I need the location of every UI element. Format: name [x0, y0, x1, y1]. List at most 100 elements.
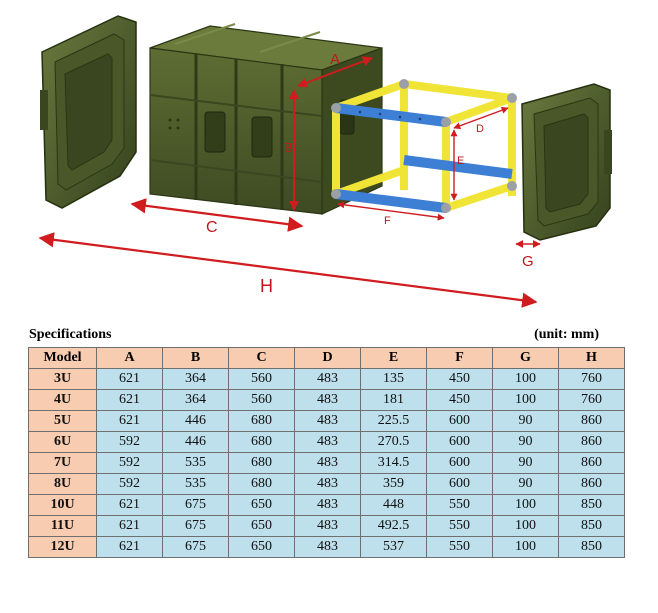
table-cell: 492.5: [360, 515, 427, 537]
model-cell: 8U: [28, 473, 97, 495]
model-cell: 11U: [28, 515, 97, 537]
table-cell: 560: [228, 389, 295, 411]
table-cell: 100: [492, 536, 559, 558]
table-cell: 448: [360, 494, 427, 516]
table-cell: 592: [96, 452, 163, 474]
table-cell: 90: [492, 452, 559, 474]
table-cell: 860: [558, 452, 625, 474]
table-cell: 364: [162, 389, 229, 411]
model-cell: 3U: [28, 368, 97, 390]
spec-unit: (unit: mm): [534, 327, 599, 342]
rear-lid: [521, 83, 612, 241]
table-cell: 680: [228, 431, 295, 453]
table-cell: 100: [492, 515, 559, 537]
table-cell: 450: [426, 389, 493, 411]
table-cell: 675: [162, 515, 229, 537]
spec-title: Specifications: [29, 327, 112, 342]
table-cell: 90: [492, 410, 559, 432]
table-cell: 760: [558, 389, 625, 411]
dimension-f-label: F: [384, 215, 391, 227]
table-cell: 446: [162, 431, 229, 453]
table-cell: 364: [162, 368, 229, 390]
table-cell: 450: [426, 368, 493, 390]
model-cell: 4U: [28, 389, 97, 411]
table-cell: 850: [558, 515, 625, 537]
table-cell: 535: [162, 452, 229, 474]
column-header-b: B: [162, 347, 229, 369]
spec-header: Specifications (unit: mm): [29, 327, 599, 345]
table-cell: 537: [360, 536, 427, 558]
dimension-a-arrow: [297, 56, 373, 88]
table-cell: 600: [426, 473, 493, 495]
column-header-d: D: [294, 347, 361, 369]
exploded-case-diagram: A B: [38, 15, 612, 308]
table-cell: 650: [228, 494, 295, 516]
table-cell: 621: [96, 494, 163, 516]
table-cell: 483: [294, 515, 361, 537]
table-cell: 860: [558, 431, 625, 453]
dimension-c-label: C: [206, 219, 218, 236]
table-cell: 650: [228, 536, 295, 558]
table-cell: 680: [228, 452, 295, 474]
table-cell: 483: [294, 431, 361, 453]
table-cell: 650: [228, 515, 295, 537]
table-cell: 483: [294, 494, 361, 516]
table-cell: 621: [96, 389, 163, 411]
table-cell: 550: [426, 515, 493, 537]
dimension-a-label: A: [330, 51, 340, 68]
table-cell: 446: [162, 410, 229, 432]
table-cell: 550: [426, 494, 493, 516]
table-cell: 535: [162, 473, 229, 495]
dimension-b-label: B: [284, 140, 293, 155]
front-lid: [40, 15, 137, 209]
dimension-h-arrow: [38, 232, 538, 308]
table-cell: 850: [558, 536, 625, 558]
dimension-f-arrow: [337, 201, 445, 221]
table-cell: 592: [96, 431, 163, 453]
table-cell: 560: [228, 368, 295, 390]
dimension-c-arrow: [130, 198, 304, 232]
column-header-c: C: [228, 347, 295, 369]
case-body: [149, 23, 383, 215]
dimension-d-label: D: [476, 123, 484, 135]
table-cell: 359: [360, 473, 427, 495]
column-header-f: F: [426, 347, 493, 369]
column-header-a: A: [96, 347, 163, 369]
model-cell: 7U: [28, 452, 97, 474]
dimension-h-label: H: [260, 276, 273, 296]
case-diagram-svg: A B: [38, 15, 612, 308]
table-cell: 592: [96, 473, 163, 495]
table-cell: 621: [96, 515, 163, 537]
table-cell: 680: [228, 473, 295, 495]
table-cell: 600: [426, 452, 493, 474]
table-cell: 100: [492, 494, 559, 516]
table-cell: 860: [558, 410, 625, 432]
table-cell: 90: [492, 473, 559, 495]
table-cell: 550: [426, 536, 493, 558]
table-cell: 181: [360, 389, 427, 411]
table-cell: 135: [360, 368, 427, 390]
column-header-e: E: [360, 347, 427, 369]
table-cell: 760: [558, 368, 625, 390]
table-cell: 675: [162, 494, 229, 516]
model-cell: 12U: [28, 536, 97, 558]
table-cell: 621: [96, 368, 163, 390]
table-cell: 100: [492, 389, 559, 411]
dimension-e-label: E: [457, 155, 464, 167]
table-cell: 483: [294, 368, 361, 390]
table-cell: 675: [162, 536, 229, 558]
table-cell: 600: [426, 431, 493, 453]
table-cell: 483: [294, 473, 361, 495]
model-cell: 5U: [28, 410, 97, 432]
table-cell: 483: [294, 452, 361, 474]
